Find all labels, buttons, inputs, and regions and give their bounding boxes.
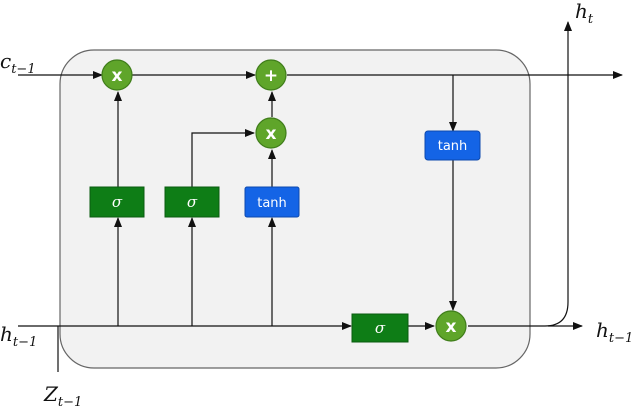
forget-gate-sigma: σ [89, 186, 145, 218]
cell-add-label: + [264, 66, 278, 86]
wires [18, 21, 623, 372]
input-multiply-op: x [255, 117, 287, 149]
candidate-tanh-label: tanh [257, 196, 287, 211]
h-prev-label: ht−1 [0, 322, 37, 350]
cell-tanh-gate: tanh [424, 130, 481, 161]
output-gate-sigma: σ [351, 313, 409, 343]
input-gate-sigma: σ [164, 186, 220, 218]
forget-multiply-op: x [101, 59, 133, 91]
cell-tanh-label: tanh [438, 139, 468, 154]
forget-multiply-label: x [112, 66, 123, 86]
cell-add-op: + [255, 59, 287, 91]
candidate-tanh-gate: tanh [244, 186, 300, 218]
c-prev-label: ct−1 [0, 49, 36, 77]
output-gate-label: σ [375, 319, 386, 337]
output-multiply-label: x [446, 317, 457, 337]
h-t-output-label: ht [575, 0, 594, 27]
output-multiply-op: x [435, 310, 467, 342]
z-prev-label: Zt−1 [43, 382, 82, 410]
forget-gate-label: σ [112, 193, 123, 211]
h-prev-output-label: ht−1 [596, 318, 633, 346]
input-multiply-label: x [266, 124, 277, 144]
input-gate-label: σ [187, 193, 198, 211]
